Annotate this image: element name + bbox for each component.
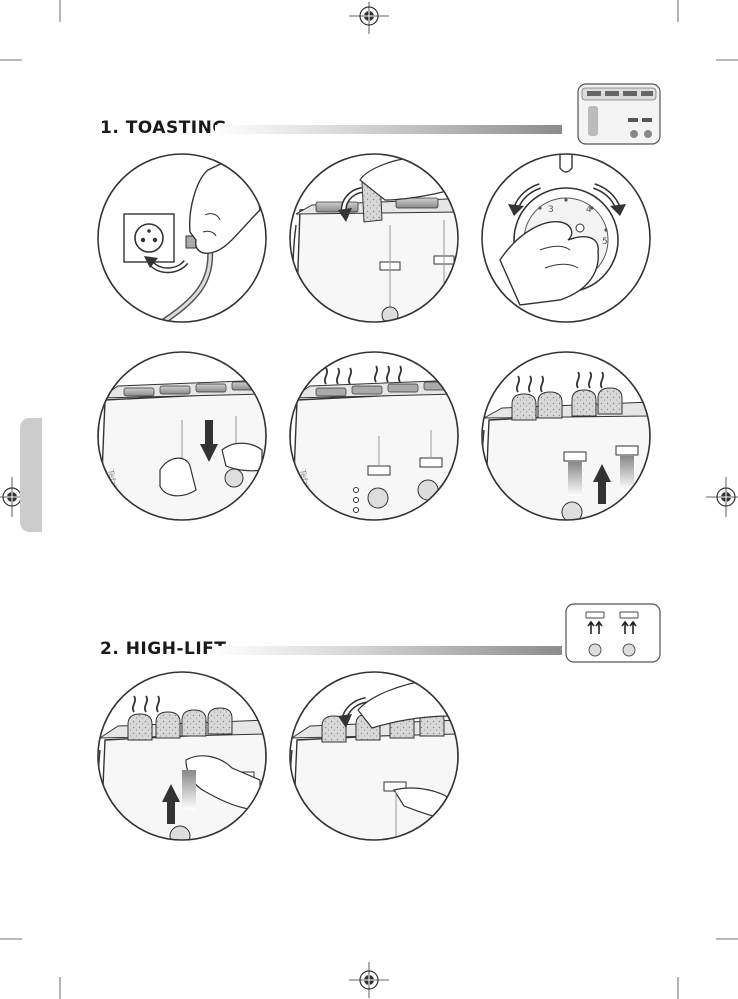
dial-number-5: 5 — [602, 237, 608, 247]
step-toasting-steam: Tefal — [290, 352, 463, 525]
step-lower-lever: Tefal — [98, 352, 271, 525]
step-plug-in — [98, 150, 266, 330]
steam-lines — [133, 696, 159, 712]
high-lift-thumbnail — [566, 604, 660, 662]
step-remove-toast — [290, 672, 463, 855]
steam-lines — [325, 366, 401, 384]
dial-number-4: 4 — [586, 205, 592, 215]
step-browning-dial: 3 4 5 — [482, 154, 650, 322]
dial-number-3: 3 — [548, 205, 554, 215]
toaster-thumbnail — [578, 84, 660, 144]
step-insert-bread: Tefal — [290, 150, 470, 325]
step-toast-pops-up — [482, 352, 655, 535]
brand-label: Tefal — [106, 468, 118, 489]
brand-label: Tefal — [298, 468, 310, 489]
step-high-lift-raise — [98, 672, 271, 855]
steam-lines — [517, 372, 603, 392]
